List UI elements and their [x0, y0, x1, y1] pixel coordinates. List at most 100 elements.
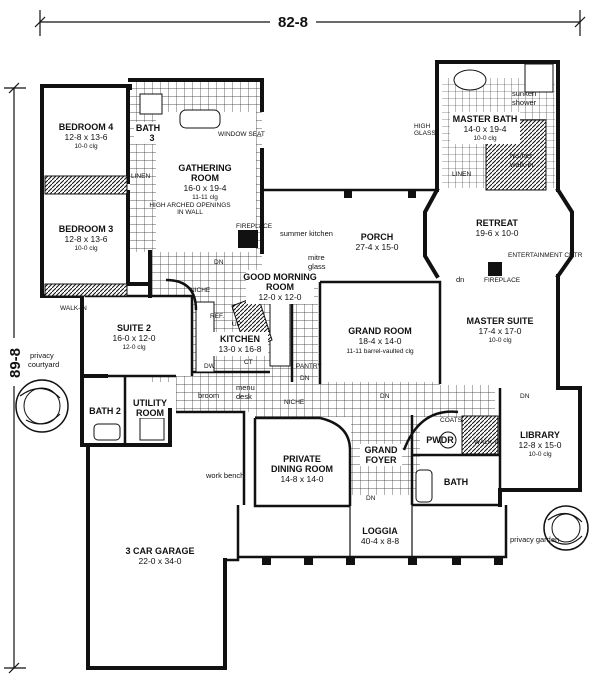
room-garage: 3 CAR GARAGE 22-0 x 34-0 [125, 546, 194, 566]
privacy-garden [543, 505, 589, 551]
private-dining-name1: PRIVATE [283, 454, 321, 464]
utility-name1: UTILITY [133, 398, 167, 408]
kitchen-size: 13-0 x 16-8 [219, 344, 262, 354]
glass-label: glass [308, 262, 326, 271]
master-bath-name: MASTER BATH [453, 114, 518, 124]
library-size: 12-8 x 15-0 [519, 440, 562, 450]
ct-label: CT [244, 359, 253, 366]
privacy-courtyard [15, 379, 69, 433]
bath-fixtures [93, 63, 554, 503]
loggia-size: 40-4 x 8-8 [361, 536, 400, 546]
depth-dimension-text: 89-8 [7, 348, 24, 378]
room-bath-3: BATH 3 [134, 122, 162, 144]
private-dining-size: 14-8 x 14-0 [281, 474, 324, 484]
room-loggia: LOGGIA 40-4 x 8-8 [361, 526, 400, 546]
entertainment-label: ENTERTAINMENT CNTR [508, 252, 583, 259]
desk-label: desk [236, 392, 252, 401]
room-master-suite: MASTER SUITE 17-4 x 17-0 10-0 clg [466, 316, 533, 344]
room-kitchen: KITCHEN 13-0 x 16-8 [212, 332, 268, 356]
room-grand-room: GRAND ROOM 18-4 x 14-0 11-11 barrel-vaul… [346, 326, 414, 355]
gathering-note1: HIGH ARCHED OPENINGS [149, 202, 231, 209]
room-retreat: RETREAT 19-6 x 10-0 [476, 218, 519, 238]
walls [40, 60, 582, 670]
niche-label-2: NICHE [284, 399, 305, 406]
room-bath-2: BATH 2 [88, 405, 122, 416]
high-glass-label-1: HIGH [414, 123, 431, 130]
grand-foyer-name2: FOYER [365, 455, 397, 465]
bedroom3-name: BEDROOM 3 [59, 224, 114, 234]
room-private-dining: PRIVATE DINING ROOM 14-8 x 14-0 [271, 454, 333, 484]
walk-in-left-label: WALK-IN [60, 305, 87, 312]
porch-size: 27-4 x 15-0 [356, 242, 399, 252]
his-her-label-2: walk-in [509, 160, 533, 169]
his-her-label-1: his/her [510, 151, 533, 160]
menu-label: menu [236, 383, 255, 392]
window-seat-label: WINDOW SEAT [218, 131, 265, 138]
utility-name2: ROOM [136, 408, 164, 418]
retreat-name: RETREAT [476, 218, 518, 228]
fireplaces [238, 230, 502, 276]
sunken-shower-label-2: shower [512, 98, 537, 107]
privacy-courtyard-label-2: courtyard [28, 360, 59, 369]
dn-label-2: dn [456, 275, 464, 284]
dn-label-1: DN [214, 259, 224, 266]
bath2-name: BATH 2 [89, 406, 121, 416]
summer-kitchen-label: summer kitchen [280, 229, 333, 238]
bath-name: BATH [444, 477, 468, 487]
master-suite-name: MASTER SUITE [466, 316, 533, 326]
room-pwdr: PWDR [426, 435, 454, 445]
gathering-name2: ROOM [191, 173, 219, 183]
bedroom4-name: BEDROOM 4 [59, 122, 114, 132]
garage-size: 22-0 x 34-0 [139, 556, 182, 566]
room-gathering: GATHERING ROOM 16-0 x 19-4 11-11 clg HIG… [149, 160, 246, 216]
grand-foyer-name1: GRAND [365, 445, 398, 455]
good-morning-name1: GOOD MORNING [243, 272, 317, 282]
room-good-morning: GOOD MORNING ROOM 12-0 x 12-0 [243, 270, 317, 304]
gathering-size: 16-0 x 19-4 [184, 183, 227, 193]
dimension-width: 82-8 [34, 10, 586, 36]
dw-label: DW [204, 363, 216, 370]
suite2-size: 16-0 x 12-0 [113, 333, 156, 343]
bedroom3-size: 12-8 x 13-6 [65, 234, 108, 244]
room-library: LIBRARY 12-8 x 15-0 10-0 clg [519, 430, 562, 458]
niche-label-1: NICHE [190, 287, 211, 294]
loggia-name: LOGGIA [362, 526, 398, 536]
privacy-courtyard-label-1: privacy [30, 351, 54, 360]
gathering-ceiling: 11-11 clg [192, 194, 218, 201]
dn-label-6: DN [300, 375, 310, 382]
kitchen-name: KITCHEN [220, 334, 260, 344]
room-master-bath: MASTER BATH 14-0 x 19-4 10-0 clg [450, 112, 520, 144]
linen-right-label: LINEN [452, 171, 471, 178]
dimension-depth: 89-8 [4, 82, 26, 674]
grand-room-size: 18-4 x 14-0 [359, 336, 402, 346]
room-porch: PORCH 27-4 x 15-0 [356, 232, 399, 252]
columns [262, 190, 503, 565]
room-bedroom-3: BEDROOM 3 12-8 x 13-6 10-0 clg [59, 224, 114, 252]
bedroom4-size: 12-8 x 13-6 [65, 132, 108, 142]
dn-label-4: DN [520, 393, 530, 400]
library-ceiling: 10-0 clg [528, 451, 552, 458]
dn-label-5: DN [366, 495, 376, 502]
gathering-note2: IN WALL [177, 209, 203, 216]
private-dining-name2: DINING ROOM [271, 464, 333, 474]
retreat-size: 19-6 x 10-0 [476, 228, 519, 238]
linen-left-label: LINEN [131, 173, 150, 180]
master-bath-size: 14-0 x 19-4 [464, 124, 507, 134]
pwdr-name: PWDR [426, 435, 454, 445]
mitre-label: mitre [308, 253, 325, 262]
width-dimension-text: 82-8 [278, 14, 308, 31]
ref-label: REF. [210, 313, 224, 320]
room-grand-foyer: GRAND FOYER [360, 444, 402, 466]
room-suite-2: SUITE 2 16-0 x 12-0 12-0 clg [113, 323, 156, 351]
master-bath-ceiling: 10-0 clg [473, 135, 497, 142]
walk-in-right-label: WALK-IN [474, 439, 501, 446]
master-suite-size: 17-4 x 17-0 [479, 326, 522, 336]
up-label: UP [232, 321, 241, 328]
bath3-name: BATH [136, 123, 160, 133]
bath3-num: 3 [149, 133, 154, 143]
room-bedroom-4: BEDROOM 4 12-8 x 13-6 10-0 clg [59, 122, 114, 150]
privacy-garden-label: privacy garden [510, 535, 559, 544]
work-bench-label: work bench [205, 471, 244, 480]
dn-label-3: DN [380, 393, 390, 400]
